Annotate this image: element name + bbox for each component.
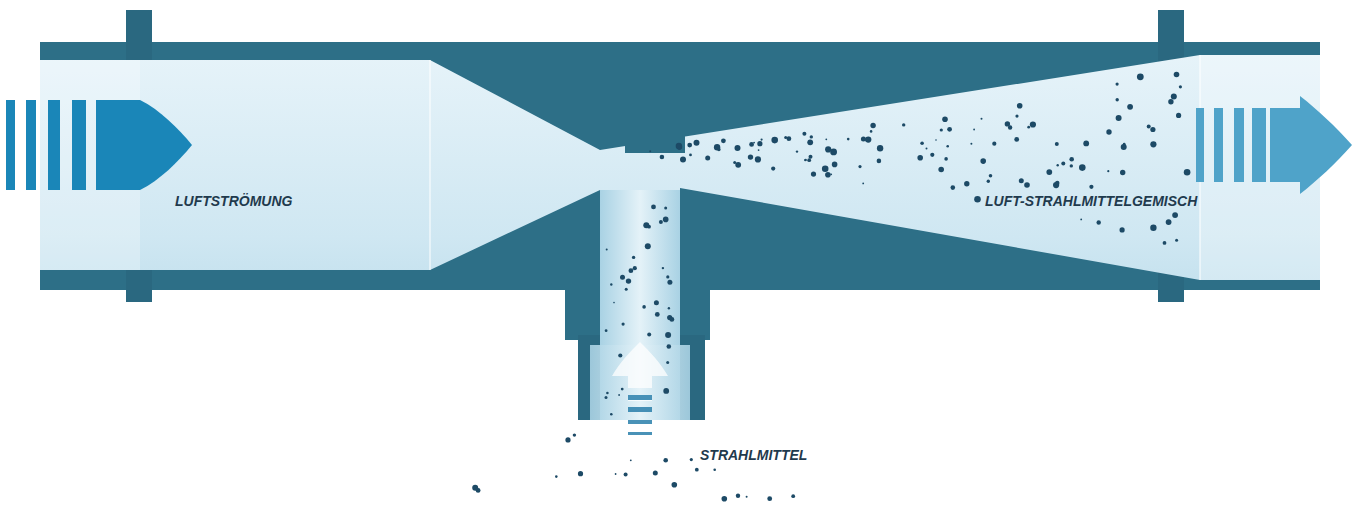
air-inflow-arrow [6, 100, 192, 190]
throat-boss [625, 125, 685, 153]
part-label: LUFTSTRÖMUNG [175, 193, 292, 209]
part-label: LUFT-STRAHLMITTELGEMISCH [985, 193, 1197, 209]
mixture-outflow-arrow [1196, 96, 1352, 194]
part-label: STRAHLMITTEL [700, 447, 807, 463]
side-fitting [578, 335, 705, 420]
bore [40, 55, 1320, 420]
abrasive-particles [472, 72, 1190, 502]
media-inflow-arrow [612, 342, 668, 401]
